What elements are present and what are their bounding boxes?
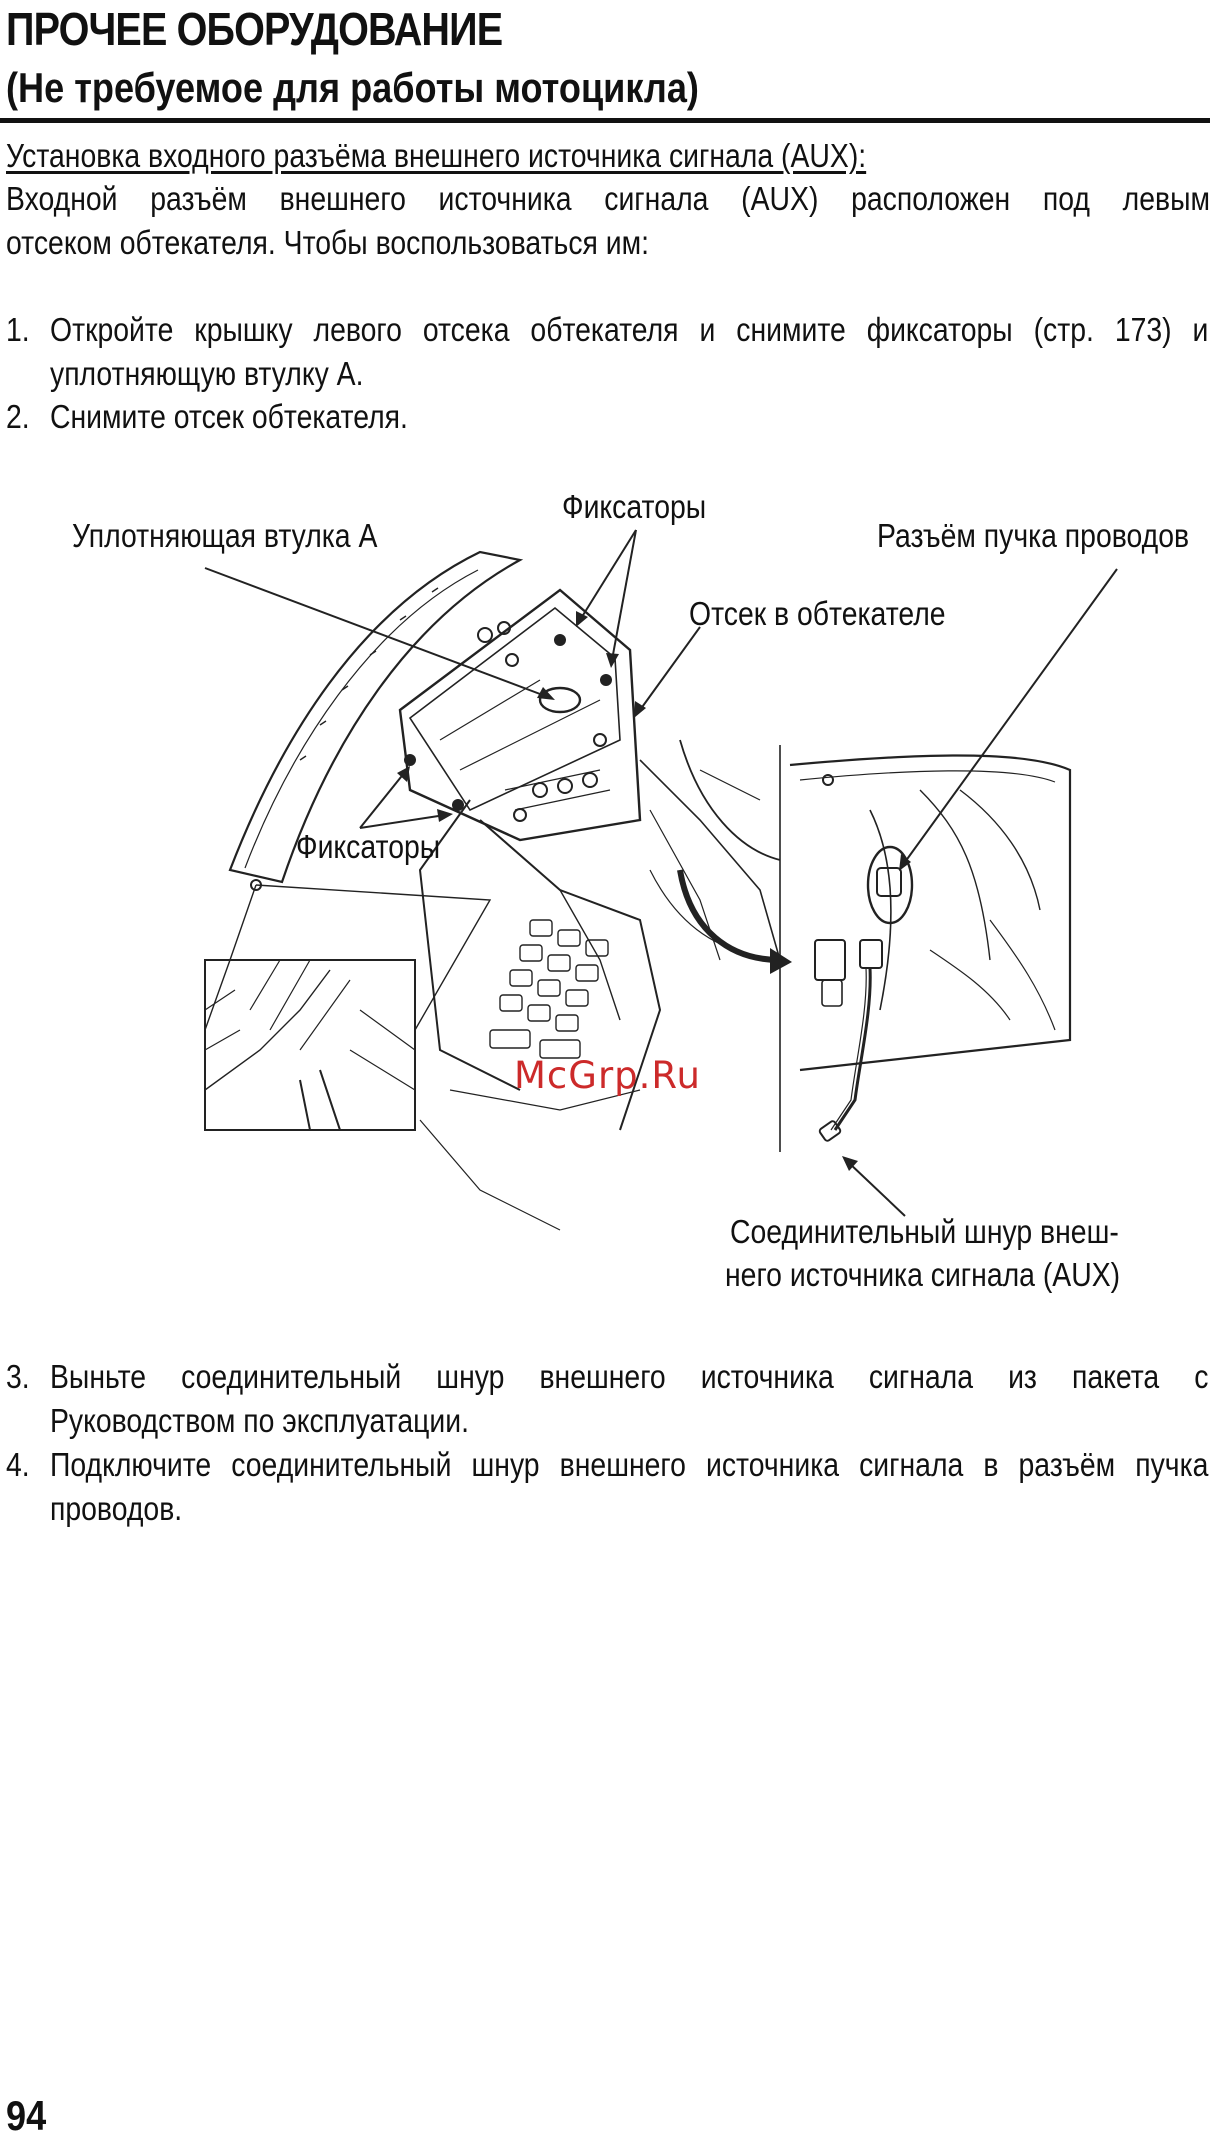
header-rule [0,118,1210,123]
illustration-drawing [204,529,1118,1231]
label-fairing-compartment: Отсек в обтекателе [689,595,946,632]
step-3-number: 3. [6,1358,30,1395]
intro-line-2: отсеком обтекателя. Чтобы воспользоватьс… [6,224,650,261]
step-1-line-2: уплотняющую втулку A. [50,355,364,392]
intro-line-1: Входной разъём внешнего источника сигнал… [6,180,1210,217]
label-sealing-grommet-a: Уплотняющая втулка A [72,517,378,554]
step-4-line-2: проводов. [50,1490,183,1527]
watermark-text: McGrp.Ru [514,1054,701,1097]
label-aux-cord-line-2: него источника сигнала (AUX) [725,1256,1121,1293]
page-title: ПРОЧЕЕ ОБОРУДОВАНИЕ [6,3,503,55]
step-1-number: 1. [6,311,30,348]
label-aux-cord-line-1: Соединительный шнур внеш- [730,1213,1119,1250]
step-1-line-1: Откройте крышку левого отсека обтекателя… [50,311,1209,348]
page-subtitle: (Не требуемое для работы мотоцикла) [6,64,699,111]
step-2-line-1: Снимите отсек обтекателя. [50,398,408,435]
section-heading: Установка входного разъёма внешнего исто… [6,137,867,174]
step-3-line-2: Руководством по эксплуатации. [50,1402,469,1439]
page-number: 94 [6,2092,47,2139]
label-wire-harness-connector: Разъём пучка проводов [877,517,1190,554]
label-clips-top: Фиксаторы [562,488,707,525]
step-4-number: 4. [6,1446,30,1483]
step-4-line-1: Подключите соединительный шнур внешнего … [50,1446,1209,1483]
step-3-line-1: Выньте соединительный шнур внешнего исто… [50,1358,1209,1395]
label-clips-bottom: Фиксаторы [296,828,441,865]
installation-illustration: Уплотняющая втулка A Фиксаторы Разъём пу… [0,488,1217,1320]
step-2-number: 2. [6,398,30,435]
